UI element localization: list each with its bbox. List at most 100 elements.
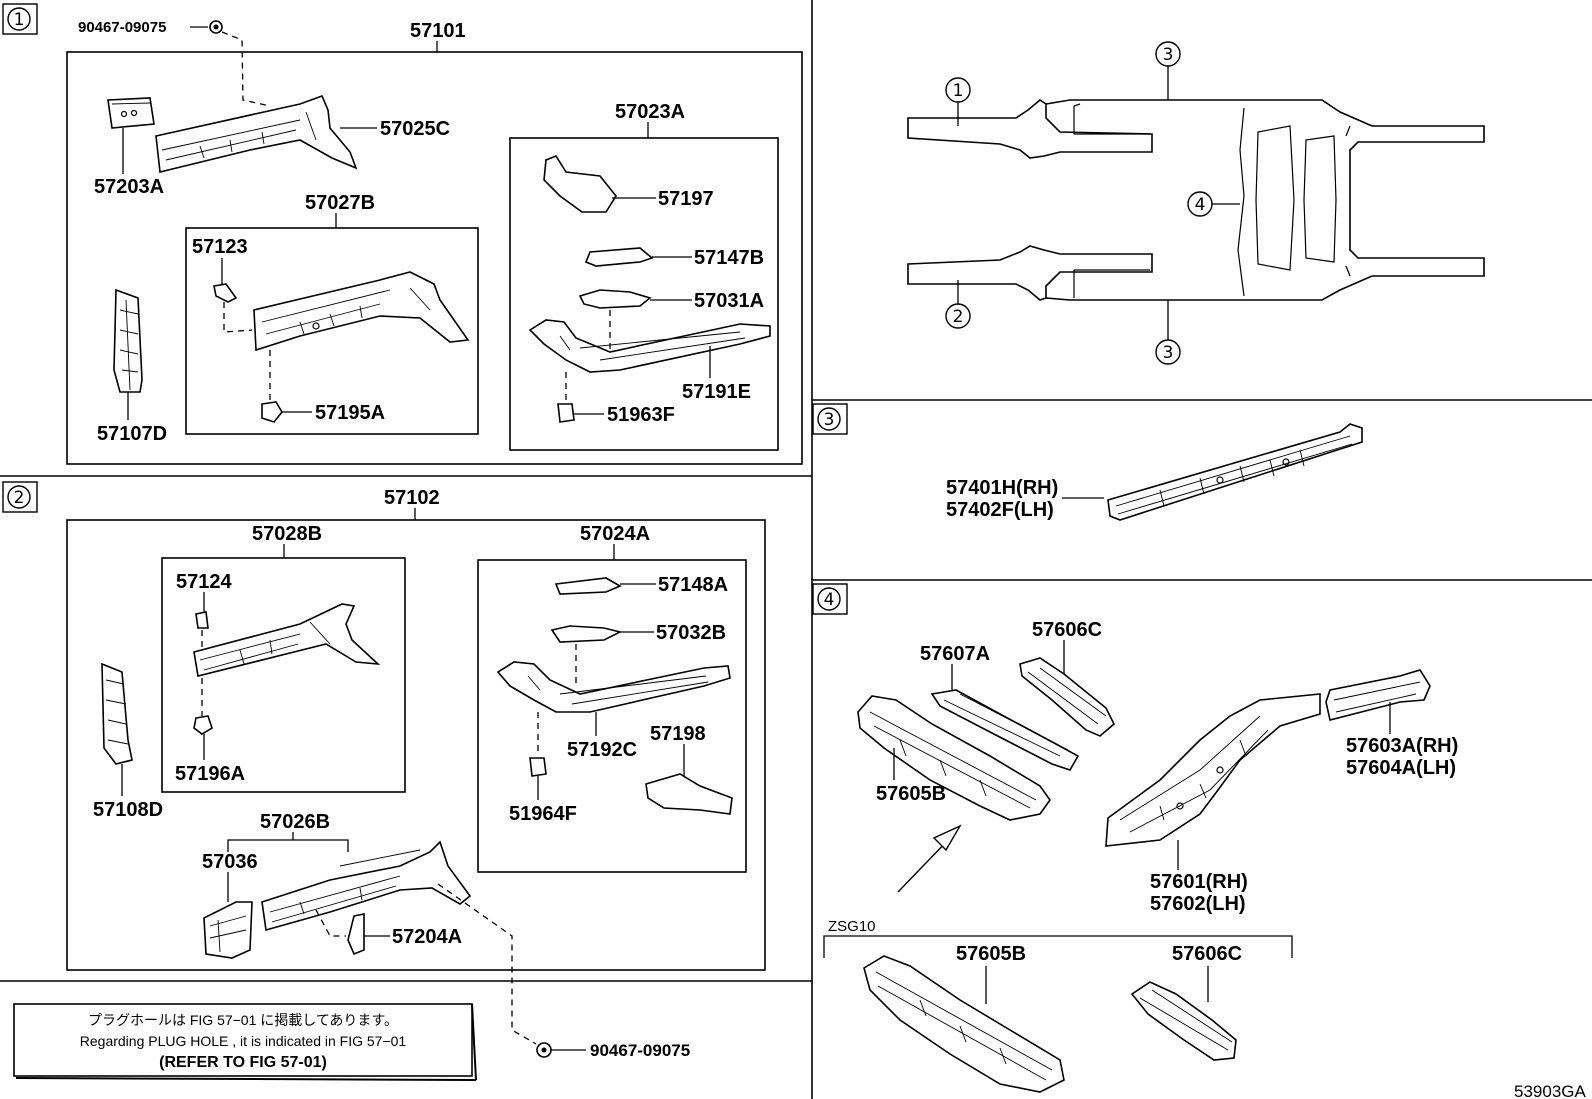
assembly-box-57101 (66, 51, 803, 465)
label-57204A: 57204A (392, 926, 462, 948)
label-57147B: 57147B (694, 247, 764, 269)
section-marker-2: 2 (2, 481, 38, 513)
label-57402F: 57402F(LH) (946, 499, 1054, 521)
label-57606C: 57606C (1032, 619, 1102, 641)
label-57031A: 57031A (694, 290, 764, 312)
clip-90467-bottom (536, 1042, 552, 1058)
part-57196A (193, 715, 213, 735)
label-57025C: 57025C (380, 118, 450, 140)
label-57605B-zsg10: 57605B (956, 943, 1026, 965)
label-57028B: 57028B (252, 523, 322, 545)
section-marker-2-label: 2 (14, 488, 25, 508)
note-line-refer: (REFER TO FIG 57-01) (159, 1054, 327, 1071)
label-57192C: 57192C (567, 739, 637, 761)
label-57026B: 57026B (260, 811, 330, 833)
label-57148A: 57148A (658, 574, 728, 596)
label-51964F: 51964F (509, 803, 577, 825)
part-57203A (107, 97, 155, 129)
part-57032B (550, 625, 623, 643)
label-57197: 57197 (658, 188, 714, 210)
part-57401H-rocker (1107, 423, 1363, 521)
part-57025C (155, 94, 358, 173)
part-57031A (578, 289, 652, 309)
part-57123 (213, 283, 238, 303)
label-57196A: 57196A (175, 763, 245, 785)
label-57108D: 57108D (93, 799, 163, 821)
section-marker-3-label: 3 (824, 410, 835, 430)
label-57024A: 57024A (580, 523, 650, 545)
part-57036 (203, 901, 253, 959)
note-line-jp: プラグホールは FIG 57−01 に掲載してあります。 (88, 1012, 398, 1028)
note-line-en: Regarding PLUG HOLE , it is indicated in… (80, 1033, 407, 1049)
part-57028B-rail (193, 603, 381, 677)
part-57148A (554, 577, 622, 595)
part-57606C-zsg10 (1130, 981, 1237, 1061)
label-57195A: 57195A (315, 402, 385, 424)
overview-marker-1: 1 (945, 77, 971, 126)
label-57198: 57198 (650, 723, 706, 745)
label-57123: 57123 (192, 236, 248, 258)
part-57605B (857, 695, 1051, 821)
label-57606C-zsg10: 57606C (1172, 943, 1242, 965)
part-57607A (930, 689, 1080, 771)
arrow-front (897, 824, 962, 893)
label-57401H: 57401H(RH) (946, 477, 1058, 499)
overview-marker-2: 2 (945, 280, 971, 329)
overview-marker-4: 4 (1187, 191, 1240, 217)
part-57198 (645, 773, 733, 815)
part-57026B-rail (261, 840, 472, 932)
part-57204A (347, 913, 365, 956)
label-57036: 57036 (202, 851, 258, 873)
label-57102: 57102 (384, 487, 440, 509)
part-57603A (1325, 669, 1431, 721)
overview-marker-3-top: 3 (1155, 41, 1181, 100)
section-marker-1-label: 1 (14, 10, 25, 30)
label-57191E: 57191E (682, 381, 751, 403)
part-57192C (496, 661, 731, 713)
label-57601: 57601(RH) (1150, 871, 1248, 893)
overview-marker-1-label: 1 (953, 81, 964, 101)
assembly-box-57023A (509, 137, 779, 451)
part-57197 (543, 155, 617, 213)
overview-marker-3-bottom-label: 3 (1163, 343, 1174, 363)
label-57027B: 57027B (305, 192, 375, 214)
section-marker-4-label: 4 (824, 590, 835, 610)
overview-marker-2-label: 2 (953, 307, 964, 327)
assembly-box-57027B (185, 227, 479, 435)
overview-marker-4-label: 4 (1195, 195, 1206, 215)
label-90467-09075-bottom: 90467-09075 (590, 1041, 690, 1060)
label-57032B: 57032B (656, 622, 726, 644)
label-90467-09075-top: 90467-09075 (78, 19, 166, 36)
label-57203A: 57203A (94, 176, 164, 198)
part-57195A (261, 401, 283, 423)
label-51963F: 51963F (607, 404, 675, 426)
label-57604A: 57604A(LH) (1346, 757, 1456, 779)
part-57606C (1019, 657, 1115, 737)
label-57101: 57101 (410, 20, 466, 42)
part-57147B (584, 247, 654, 267)
assembly-box-57102 (66, 519, 766, 971)
section-marker-4: 4 (812, 583, 848, 615)
part-57601-front-side-member (1105, 693, 1321, 847)
figure-code: 53903GA (1514, 1082, 1586, 1099)
part-57605B-zsg10 (863, 955, 1065, 1093)
overview-marker-3-top-label: 3 (1163, 45, 1174, 65)
label-57605B: 57605B (876, 783, 946, 805)
overview-underbody (907, 99, 1485, 301)
label-57603A: 57603A(RH) (1346, 735, 1458, 757)
part-57027B-rail (253, 271, 470, 352)
part-51963F (557, 403, 575, 423)
note-box: プラグホールは FIG 57−01 に掲載してあります。 Regarding P… (13, 1003, 477, 1081)
part-57108D (101, 662, 133, 765)
part-51964F (529, 757, 547, 777)
overview-marker-3-bottom: 3 (1155, 300, 1181, 365)
section-marker-3: 3 (812, 403, 848, 435)
section-marker-1: 1 (2, 3, 38, 35)
label-57124: 57124 (176, 571, 232, 593)
label-57107D: 57107D (97, 423, 167, 445)
clip-90467-top (209, 20, 223, 34)
label-ZSG10: ZSG10 (828, 918, 876, 935)
part-57191E (528, 319, 771, 373)
assembly-box-57024A (477, 559, 747, 873)
